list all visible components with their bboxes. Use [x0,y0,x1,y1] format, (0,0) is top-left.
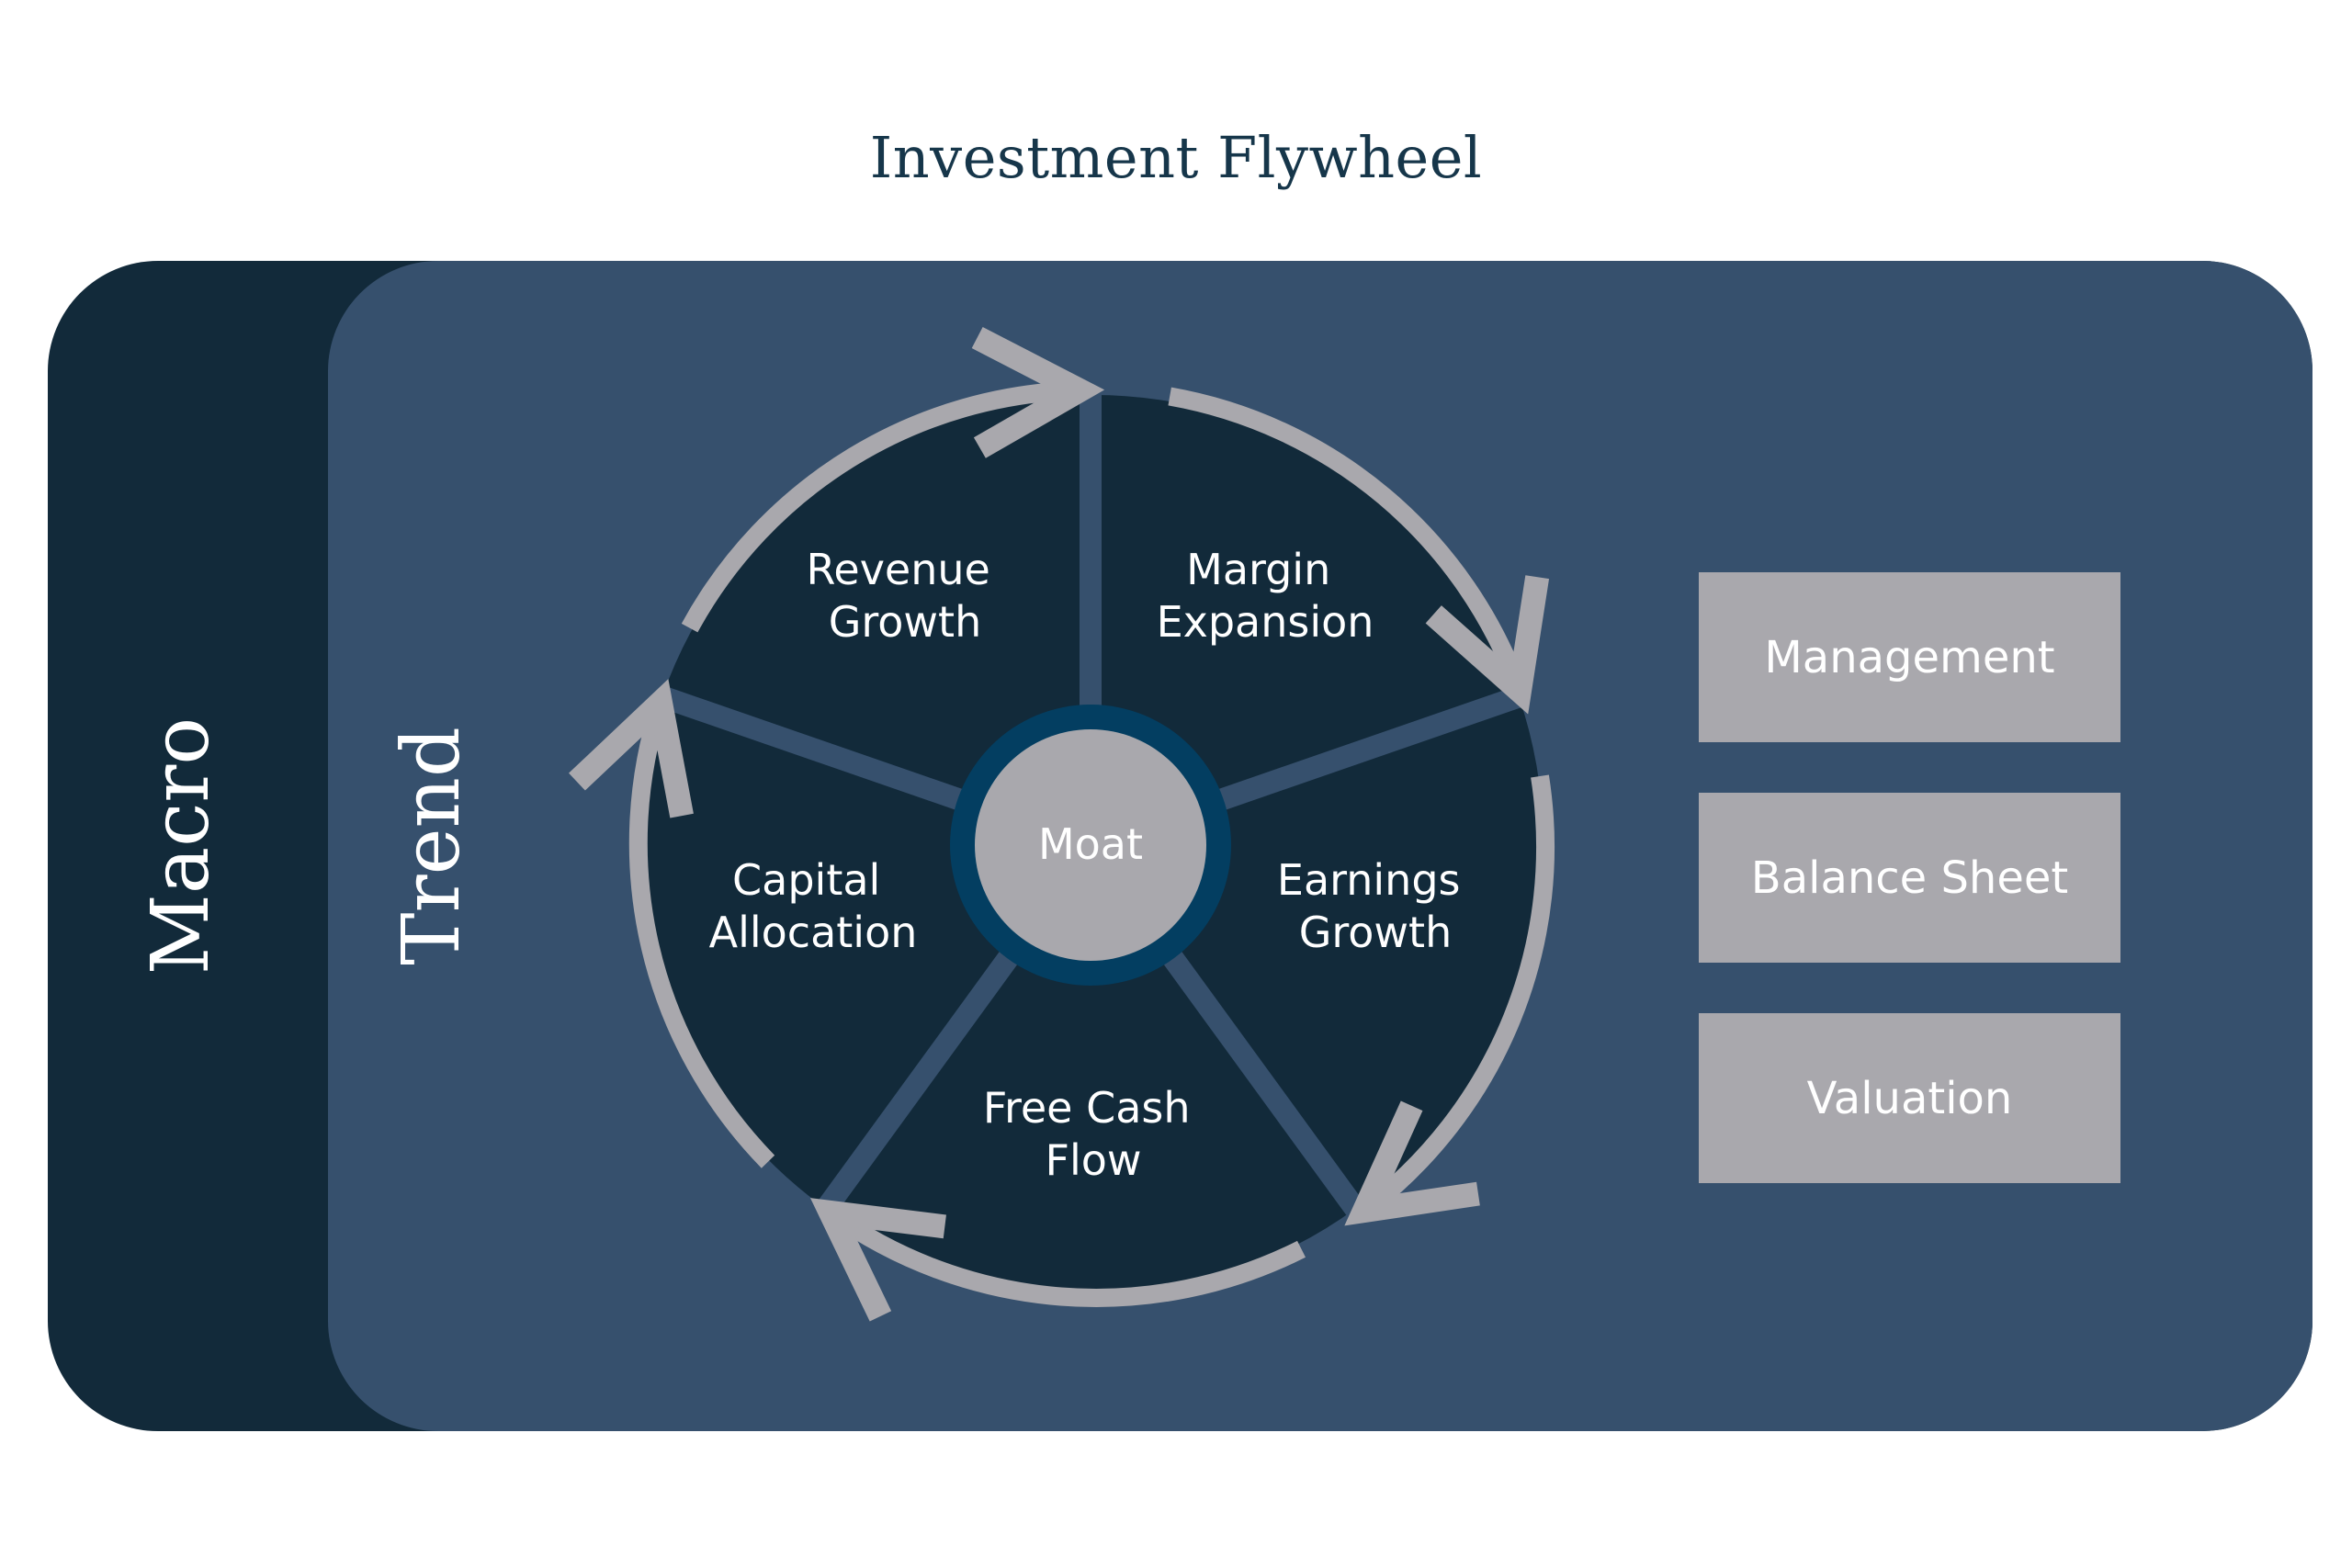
hub-core [975,729,1206,961]
segment-label-capital-allocation: Capital Allocation [709,855,918,957]
cycle-arrow [809,1198,1306,1322]
cycle-arrow [1344,774,1555,1226]
factor-box-valuation: Valuation [1699,1013,2120,1183]
segment-label-margin-expansion: Margin Expansion [1157,545,1374,647]
cycle-arrow [681,326,1105,633]
segment-label-free-cash-flow: Free Cash Flow [983,1083,1204,1185]
factor-label: Valuation [1806,1072,2013,1124]
cycle-arrow [1168,387,1549,715]
page-title: Investment Flywheel [869,124,1483,191]
segment-free-cash-flow [826,845,1355,1295]
segment-label-earnings-growth: Earnings Growth [1277,855,1474,957]
factor-box-balance-sheet: Balance Sheet [1699,793,2120,963]
segment-label-revenue-growth: Revenue Growth [807,545,1004,647]
factor-label: Management [1764,631,2055,683]
cycle-arrow [569,679,775,1168]
hub-label: Moat [1038,819,1143,869]
factor-label: Balance Sheet [1750,852,2069,904]
factor-box-management: Management [1699,572,2120,742]
